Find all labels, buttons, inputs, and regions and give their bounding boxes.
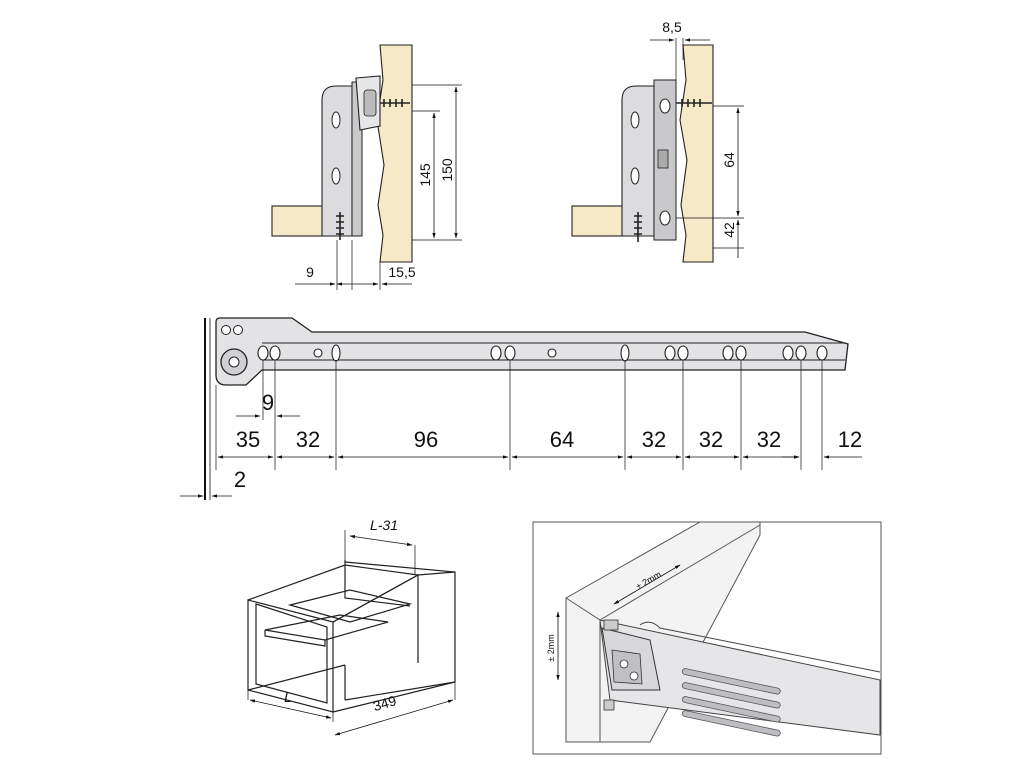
dim-96: 96 — [414, 427, 438, 452]
dim-150: 150 — [439, 158, 455, 182]
screw-vertical-b — [634, 212, 642, 242]
dim-349: 349 — [371, 692, 398, 714]
dim-2: 2 — [234, 467, 246, 492]
adjustment-detail-panel: ± 2mm ± 2mm — [532, 521, 882, 755]
dim-32-b: 32 — [642, 427, 666, 452]
dim-vertical-adjust: ± 2mm — [546, 634, 556, 661]
slot-b-1 — [630, 111, 640, 129]
dim-9-detail-a: 9 — [306, 264, 314, 280]
dim-64: 64 — [721, 152, 737, 168]
rail-body — [215, 317, 849, 386]
clip-head-a — [363, 89, 377, 117]
dim-32-a: 32 — [296, 427, 320, 452]
dim-35: 35 — [236, 427, 260, 452]
clip-head-b — [657, 149, 669, 169]
side-panel-wood-b — [679, 44, 714, 263]
dim-32-d: 32 — [757, 427, 781, 452]
screw-horizontal-a — [380, 99, 410, 107]
screw-vertical-a — [336, 212, 344, 240]
rail-spacing-dimensions: 35 32 96 64 32 32 32 12 — [217, 427, 862, 459]
dim-32-c: 32 — [699, 427, 723, 452]
hole-b-top — [659, 98, 671, 114]
dim-L: L — [284, 689, 292, 705]
dim-12: 12 — [838, 427, 862, 452]
dim-L-minus-31: L-31 — [370, 517, 398, 533]
drawer-box-isometric — [247, 530, 456, 736]
hole-b-bottom — [659, 210, 671, 226]
slot-b-2 — [630, 167, 640, 185]
rail-hole-front-2 — [233, 325, 243, 335]
dim-8-5: 8,5 — [662, 19, 682, 35]
screw-horizontal-b — [676, 99, 712, 107]
dim-145: 145 — [417, 163, 433, 187]
dim-15-5: 15,5 — [388, 264, 415, 280]
bracket-detail-a: 150 145 9 15,5 — [271, 44, 462, 290]
dim-42: 42 — [721, 222, 737, 238]
bracket-plate-a — [321, 85, 353, 237]
dim-9-rail: 9 — [262, 390, 274, 415]
rail-hole-pairs — [257, 344, 828, 362]
bracket-detail-b: 8,5 64 42 — [571, 19, 744, 263]
slot-a-1 — [331, 111, 341, 129]
rail-hole-front-1 — [221, 325, 231, 335]
side-panel-wood-a — [376, 44, 413, 263]
slot-a-2 — [331, 167, 341, 185]
rail-slots-detail — [681, 668, 781, 737]
dim-64-rail: 64 — [550, 427, 574, 452]
drawer-rail: 9 35 32 96 64 32 32 32 12 2 — [180, 317, 862, 500]
